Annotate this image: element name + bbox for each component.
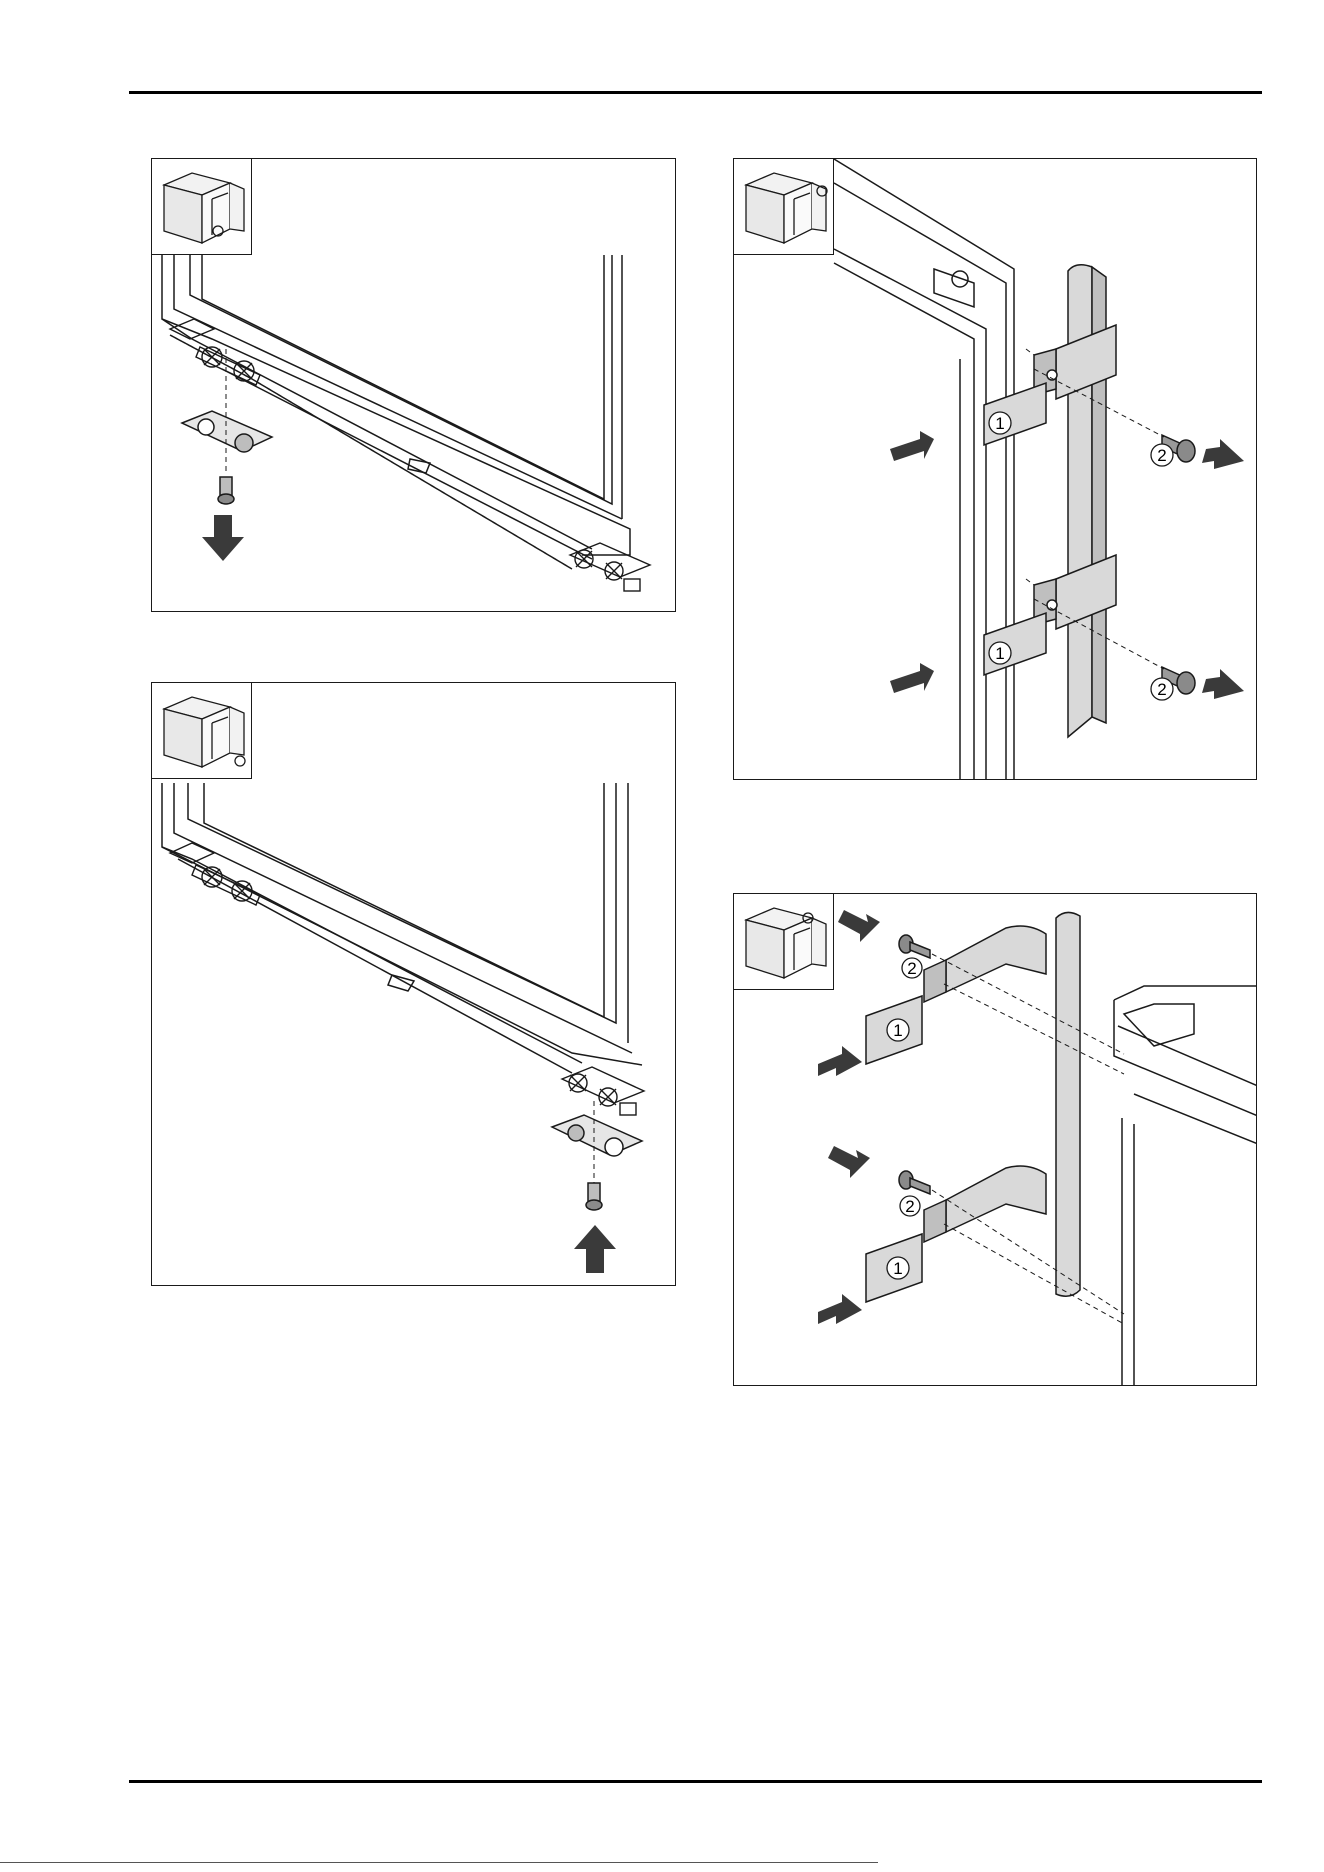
arrow-down-icon — [202, 515, 244, 561]
arrow-right-icon — [818, 1294, 862, 1324]
callout-label: 2 — [907, 959, 916, 978]
arrow-right-icon — [838, 910, 880, 942]
cube-position-thumbnail — [734, 894, 834, 990]
arrow-right-icon — [1202, 439, 1244, 469]
arrow-right-icon — [1202, 669, 1244, 699]
page-bottom-line — [0, 1862, 878, 1863]
callout-label: 2 — [1157, 446, 1166, 465]
footer-rule — [129, 1780, 1262, 1783]
arrow-up-icon — [574, 1225, 616, 1273]
cube-position-thumbnail — [152, 683, 252, 779]
arrow-left-icon — [890, 663, 934, 693]
figure-handle-remove: 1 2 1 2 — [733, 158, 1257, 780]
cube-position-thumbnail — [152, 159, 252, 255]
figure-bottom-hinge-refit — [151, 682, 676, 1286]
callout-label: 1 — [893, 1021, 902, 1040]
callout-label: 1 — [995, 644, 1004, 663]
callout-label: 1 — [995, 414, 1004, 433]
arrow-left-icon — [890, 431, 934, 461]
arrow-right-icon — [818, 1046, 862, 1076]
callout-label: 2 — [1157, 680, 1166, 699]
cube-position-thumbnail — [734, 159, 834, 255]
arrow-right-icon — [828, 1146, 870, 1178]
figure-handle-fit: 2 1 2 1 — [733, 893, 1257, 1386]
callout-label: 2 — [905, 1197, 914, 1216]
cube-icon — [152, 159, 252, 255]
cube-icon — [734, 894, 834, 990]
figure-bottom-hinge-remove — [151, 158, 676, 612]
callout-label: 1 — [893, 1259, 902, 1278]
cube-icon — [734, 159, 834, 255]
cube-icon — [152, 683, 252, 779]
header-rule — [129, 91, 1262, 94]
